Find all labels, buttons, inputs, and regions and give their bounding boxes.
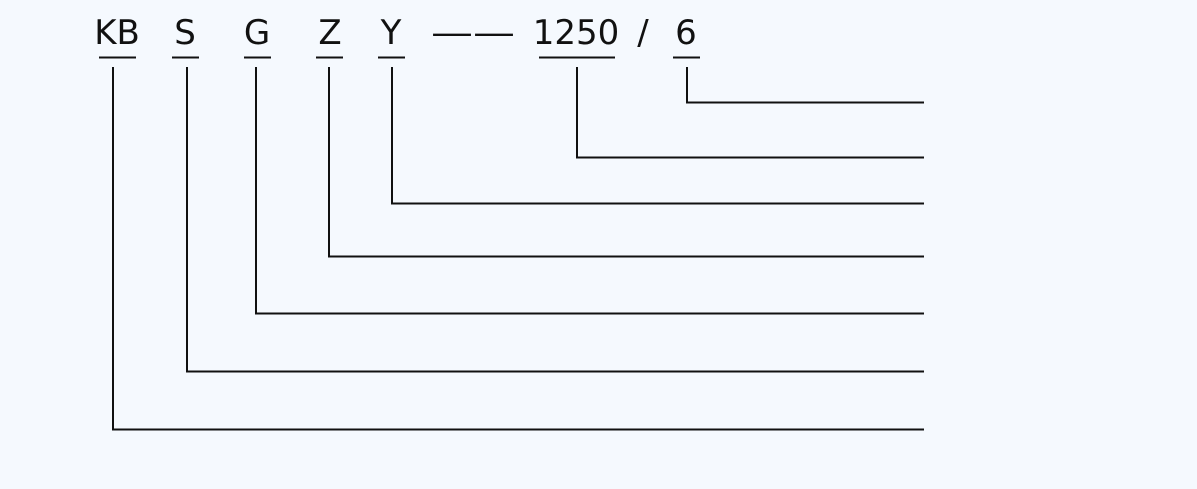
- leader-line-1250: [576, 67, 924, 159]
- leader-line-g: [255, 67, 924, 315]
- dash-separator: ——: [431, 13, 515, 53]
- code-segment-1250: 1250: [533, 13, 620, 53]
- code-segment-z: Z: [318, 13, 341, 53]
- leader-line-6: [686, 67, 924, 104]
- code-segment-s: S: [174, 13, 196, 53]
- leader-line-z: [328, 67, 924, 258]
- code-segment-y: Y: [380, 13, 402, 53]
- leader-line-kb: [112, 67, 924, 431]
- code-segment-6: 6: [675, 13, 697, 53]
- code-segment-g: G: [244, 13, 270, 53]
- leader-line-s: [186, 67, 924, 373]
- slash-separator: /: [637, 13, 649, 53]
- code-segment-kb: KB: [94, 13, 140, 53]
- leader-line-y: [391, 67, 924, 205]
